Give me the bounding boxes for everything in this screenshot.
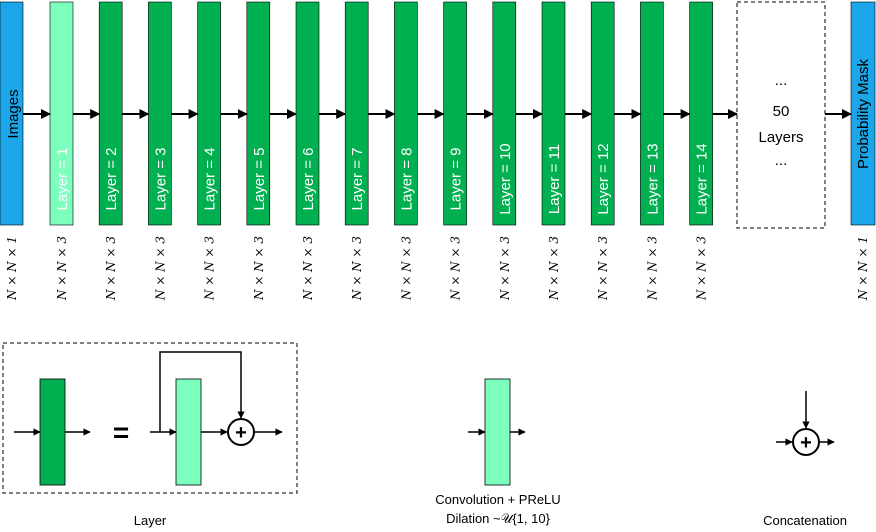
legend-layer-definition: = +: [2, 342, 298, 494]
layer-dims-2: N × N × 3: [104, 236, 118, 301]
layer-label-5: Layer = 5: [251, 148, 268, 211]
layer-dims-14: N × N × 3: [695, 236, 709, 301]
legend-equals-sign: =: [113, 417, 129, 448]
layer-caption: Layer: [133, 513, 167, 528]
probability-mask-block: [850, 1, 876, 226]
layer-dims-10: N × N × 3: [498, 236, 512, 301]
layer-label-2: Layer = 2: [103, 148, 120, 211]
output-dims-label: N × N × 1: [856, 236, 870, 301]
conv-legend-block: [484, 378, 511, 486]
residual-skip-path: [159, 351, 245, 432]
layer-label-9: Layer = 9: [448, 148, 465, 211]
input-images-label: Images: [5, 89, 22, 138]
layer-label-8: Layer = 8: [398, 148, 415, 211]
layer-dims-11: N × N × 3: [547, 236, 561, 301]
layer-label-10: Layer = 10: [497, 143, 514, 214]
legend-concatenation: +: [776, 391, 835, 456]
residual-plus-symbol: +: [235, 422, 247, 444]
pipeline: Images N × N × 1 Layer = 1N × N × 3Layer…: [0, 1, 876, 301]
legend-convolution: [468, 378, 526, 486]
layer-dims-4: N × N × 3: [203, 236, 217, 301]
layer-label-6: Layer = 6: [300, 148, 317, 211]
concat-plus-symbol: +: [800, 432, 812, 454]
layer-blocks: Layer = 1 N × N × 3 Layer = 2 N × N × 3 Laye…: [49, 1, 713, 301]
layer-label-12: Layer = 12: [595, 143, 612, 214]
more-layers-count: 50: [773, 103, 790, 120]
layer-label-4: Layer = 4: [202, 148, 219, 211]
more-layers-dots-bottom: ...: [775, 152, 788, 169]
layer-label-1: Layer = 1: [54, 148, 71, 211]
layer-label-11: Layer = 11: [546, 144, 563, 214]
more-layers-dots-top: ...: [775, 72, 788, 89]
probability-mask-label: Probability Mask: [855, 58, 872, 169]
layer-dims-8: N × N × 3: [399, 236, 413, 301]
layer-dims-12: N × N × 3: [596, 236, 610, 301]
layer-dims-5: N × N × 3: [252, 236, 266, 301]
residual-conv-block: [175, 378, 202, 486]
layer-label-13: Layer = 13: [644, 143, 661, 214]
layer-dims-13: N × N × 3: [645, 236, 659, 301]
legend-dark-layer: [39, 378, 66, 486]
layer-label-14: Layer = 14: [694, 143, 711, 214]
concat-caption: Concatenation: [763, 513, 847, 528]
layer-dims-3: N × N × 3: [153, 236, 167, 301]
layer-dims-7: N × N × 3: [350, 236, 364, 301]
layer-dims-9: N × N × 3: [449, 236, 463, 301]
layer-label-3: Layer = 3: [152, 148, 169, 211]
input-dims-label: N × N × 1: [5, 236, 19, 301]
layer-label-7: Layer = 7: [349, 148, 366, 211]
conv-caption-line2: Dilation ~𝒰{1, 10}: [446, 511, 550, 526]
legend-dashed-box: [2, 342, 298, 494]
layer-dims-6: N × N × 3: [301, 236, 315, 301]
layer-dims-1: N × N × 3: [55, 236, 69, 301]
conv-caption-line1: Convolution + PReLU: [435, 492, 561, 507]
more-layers-word: Layers: [758, 129, 803, 146]
